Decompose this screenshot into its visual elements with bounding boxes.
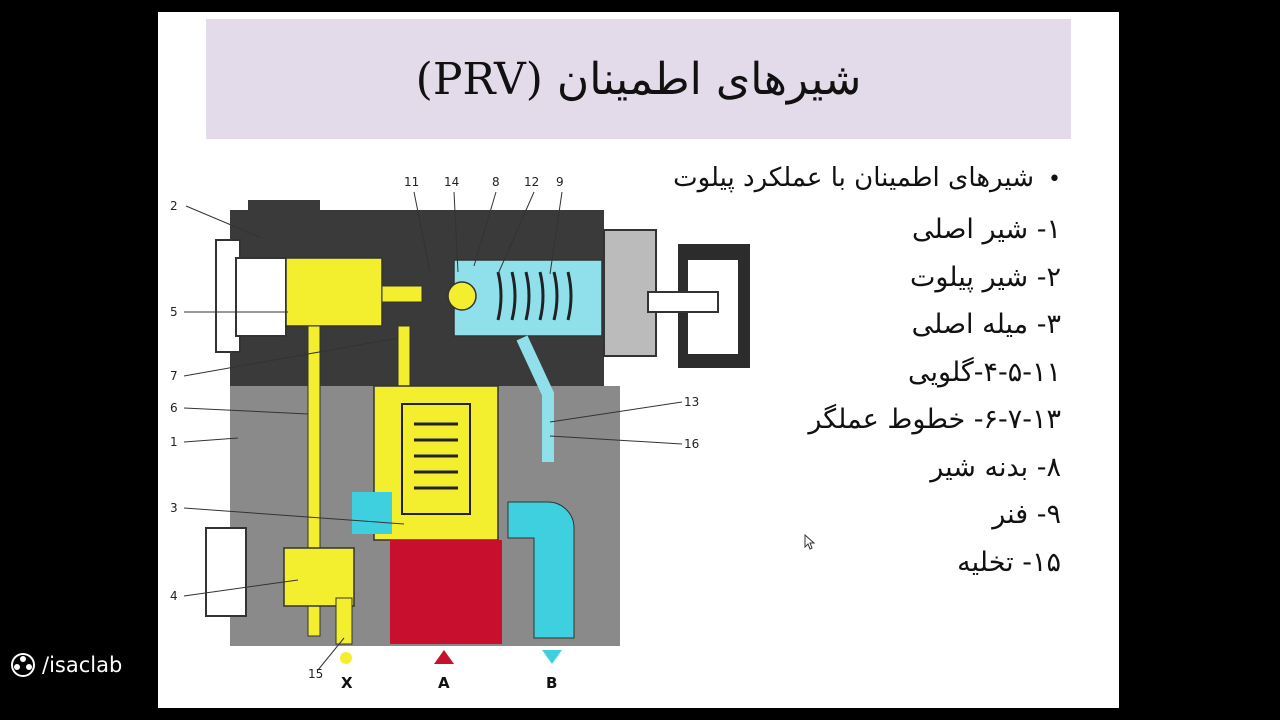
port-x-marker: [340, 652, 352, 664]
callout-7: 7: [170, 369, 178, 383]
callout-6: 6: [170, 401, 178, 415]
callout-3: 3: [170, 501, 178, 515]
callout-8: 8: [492, 175, 500, 189]
pilot-chamber: [285, 257, 383, 327]
callout-12: 12: [524, 175, 539, 189]
callout-9: 9: [556, 175, 564, 189]
list-item: ۱۵- تخلیه: [957, 546, 1061, 578]
callout-1: 1: [170, 435, 178, 449]
callout-4: 4: [170, 589, 178, 603]
main-spool: [401, 403, 471, 515]
bottom-plug: [205, 527, 247, 617]
callout-16: 16: [684, 437, 699, 451]
slide-title: شیرهای اطمینان (PRV): [415, 53, 862, 105]
callout-5: 5: [170, 305, 178, 319]
port-b-passage: [507, 501, 575, 639]
port-a-passage: [390, 540, 502, 644]
callout-15: 15: [308, 667, 323, 681]
list-item: ۲- شیر پیلوت: [909, 261, 1061, 293]
list-item: ۴-۵-۱۱-گلویی: [907, 356, 1061, 388]
callout-14: 14: [444, 175, 459, 189]
vent-fitting: [283, 547, 355, 607]
title-bar: شیرهای اطمینان (PRV): [206, 19, 1071, 139]
vent-line-15: [335, 597, 353, 645]
port-b-label: B: [546, 674, 557, 692]
watermark: /isaclab: [10, 652, 122, 678]
watermark-handle: /isaclab: [42, 653, 123, 677]
port-labels: X A B: [341, 674, 557, 692]
pilot-cap: [248, 200, 320, 214]
camera-reel-icon: [11, 653, 35, 677]
list-item: ۹- فنر: [992, 499, 1061, 530]
port-b-left-passage: [352, 492, 392, 534]
drain-line-13: [516, 335, 554, 462]
list-item: ۱- شیر اصلی: [912, 214, 1061, 245]
list-item: ۶-۷-۱۳- خطوط عملگر: [808, 404, 1061, 435]
callout-labels: 2 5 7 6 1 3 4 15 11 14 8 12 9 13 16: [170, 175, 699, 681]
list-item: ۸- بدنه شیر: [930, 451, 1061, 483]
main-spool-spring: [414, 422, 458, 490]
bullet-dot-icon: •: [1048, 167, 1061, 192]
adjuster-screw: [647, 291, 719, 313]
valve-diagram: 2 5 7 6 1 3 4 15 11 14 8 12 9 13 16 X A …: [170, 175, 750, 692]
callout-11: 11: [404, 175, 419, 189]
port-a-marker: [434, 650, 454, 664]
mouse-cursor-icon: [804, 534, 816, 550]
port-b-marker: [542, 650, 562, 664]
slide: شیرهای اطمینان (PRV) • شیرهای اطمینان با …: [158, 12, 1119, 708]
leader-lines: [183, 191, 683, 671]
callout-13: 13: [684, 395, 699, 409]
bullet-lead: • شیرهای اطمینان با عملکرد پیلوت: [541, 160, 1061, 198]
callout-2: 2: [170, 199, 178, 213]
pilot-spring: [496, 271, 573, 321]
list-item: ۳- میله اصلی: [911, 309, 1061, 340]
left-plug: [235, 257, 287, 337]
bullet-list: • شیرهای اطمینان با عملکرد پیلوت ۱- شیر ا…: [541, 160, 1061, 586]
bullet-lead-text: شیرهای اطمینان با عملکرد پیلوت: [673, 163, 1035, 193]
pilot-ball: [447, 281, 477, 311]
port-x-label: X: [341, 674, 353, 692]
port-a-label: A: [438, 674, 450, 692]
pilot-orifice: [381, 285, 423, 303]
